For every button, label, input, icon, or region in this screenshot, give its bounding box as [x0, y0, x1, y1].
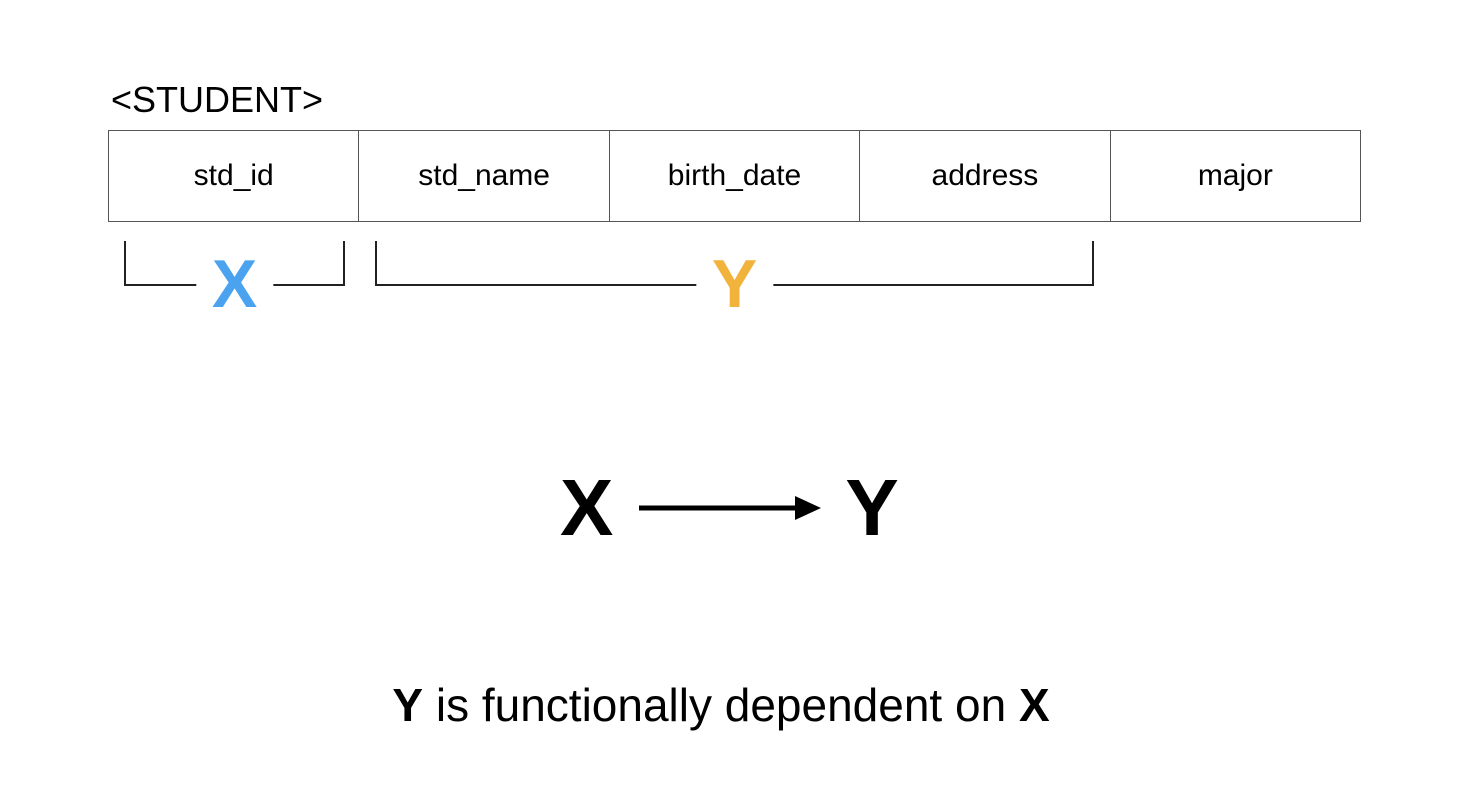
caption-dependent: Y: [392, 679, 424, 731]
attribute-address: address: [860, 131, 1111, 221]
arrow-right-icon: [639, 496, 822, 520]
caption: Y is functionally dependent on X: [0, 677, 1442, 733]
bracket-y-label: Y: [695, 250, 774, 318]
dependency-diagram: X Y: [560, 468, 899, 548]
bracket-x: X: [124, 241, 345, 318]
attribute-std-id: std_id: [109, 131, 360, 221]
caption-determinant: X: [1018, 679, 1050, 731]
relation-name: <STUDENT>: [111, 79, 324, 120]
dependency-dependent: Y: [845, 463, 899, 552]
arrow-head: [795, 496, 822, 520]
attribute-major: major: [1197, 159, 1273, 192]
bracket-y: Y: [375, 241, 1094, 318]
bracket-x-label: X: [195, 250, 274, 318]
caption-text: is functionally dependent on: [423, 679, 1019, 731]
attribute-std-name: std_name: [359, 131, 610, 221]
attribute-birth-date: birth_date: [610, 131, 861, 221]
relation-table: std_id std_name birth_date address major: [108, 130, 1361, 222]
dependency-determinant: X: [560, 463, 614, 552]
